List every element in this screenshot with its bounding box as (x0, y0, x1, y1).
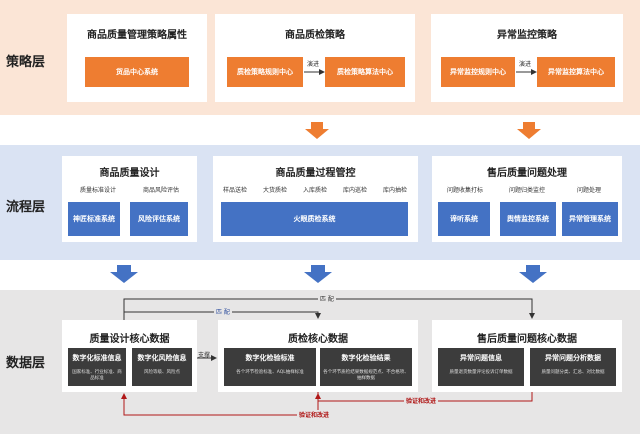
goods-center-system-box: 货品中心系统 (85, 57, 189, 87)
match-connector-mid (124, 311, 321, 319)
step-label: 库内抽检 (382, 187, 407, 194)
data-card-inspection: 质检核心数据 数字化检验标准 各个环节检验标准、AQL抽样标准 数字化检验结果 … (218, 320, 418, 392)
data-card-aftersales: 售后质量问题核心数据 异常问题信息 质量退货数量评论投诉订单数据 异常问题分析数… (432, 320, 622, 392)
step-label: 问题处理 (576, 187, 601, 194)
risk-assessment-system-box: 风险评估系统 (130, 202, 188, 236)
blue-down-arrow-design (110, 265, 138, 283)
strategy-card-monitoring: 异常监控策略 异常监控规则中心 异常监控算法中心 演进 (431, 14, 623, 102)
evolve-label: 演进 (519, 61, 532, 68)
box-desc: 风险等级、风险点 (144, 370, 180, 375)
verify-label-2: 验证和改进 (297, 410, 332, 419)
card-title: 商品质量管理策略属性 (87, 30, 187, 41)
card-title: 商品质量过程管控 (275, 168, 356, 179)
exception-analysis-data-box: 异常问题分析数据 质量问题分类、汇总、对比数据 (530, 348, 616, 386)
process-card-aftersales: 售后质量问题处理 问题收集打标 问题归类监控 问题处理 谛听系统 舆情监控系统 … (432, 156, 622, 242)
standard-system-box: 神匠标准系统 (68, 202, 120, 236)
step-label: 库内巡检 (342, 187, 367, 194)
box-title: 数字化标准信息 (72, 354, 122, 362)
exception-issue-info-box: 异常问题信息 质量退货数量评论投诉订单数据 (438, 348, 524, 386)
process-card-process-control: 商品质量过程管控 样品送检 大货质检 入库质检 库内巡检 库内抽检 火眼质检系统 (213, 156, 418, 242)
strategy-card-inspection: 商品质检策略 质检策略规则中心 质检策略算法中心 演进 (215, 14, 415, 102)
monitoring-algorithm-center-box: 异常监控算法中心 (537, 57, 615, 87)
strategy-card-attributes: 商品质量管理策略属性 货品中心系统 (67, 14, 207, 102)
digital-risk-info-box: 数字化风险信息 风险等级、风险点 (132, 348, 192, 386)
match-label-top: 匹 配 (318, 294, 336, 303)
box-desc: 质量问题分类、汇总、对比数据 (541, 370, 605, 375)
box-title: 数字化检验结果 (341, 354, 391, 362)
card-title: 商品质检策略 (285, 30, 345, 41)
card-title: 异常监控策略 (497, 30, 557, 41)
data-card-quality-design: 质量设计核心数据 数字化标准信息 国家标准、行业标准、商品标准 数字化风险信息 … (62, 320, 197, 392)
box-title: 异常问题分析数据 (545, 354, 601, 362)
strategy-layer-label: 策略层 (6, 55, 46, 70)
step-label: 商品风险评估 (142, 187, 179, 194)
huoyan-inspection-system-box: 火眼质检系统 (221, 202, 408, 236)
card-title: 售后质量问题处理 (487, 168, 567, 179)
verify-label-1: 验证和改进 (404, 396, 439, 405)
blue-down-arrow-control (304, 265, 332, 283)
inspection-algorithm-center-box: 质检策略算法中心 (325, 57, 405, 87)
data-layer-label: 数据层 (6, 356, 46, 371)
card-title: 质量设计核心数据 (89, 334, 170, 345)
step-label: 问题归类监控 (508, 187, 545, 194)
box-title: 数字化检验标准 (245, 354, 295, 362)
step-label: 样品送检 (222, 187, 247, 194)
digital-inspection-result-box: 数字化检验结果 各个环节质检结果数据规范点、不合格项、抽样数据 (320, 348, 412, 386)
box-title: 异常问题信息 (460, 354, 502, 362)
verify-connector-2 (121, 392, 319, 416)
sentiment-monitoring-system-box: 舆情监控系统 (500, 202, 556, 236)
step-label: 大货质检 (262, 187, 287, 194)
box-desc: 质量退货数量评论投诉订单数据 (449, 370, 513, 375)
digital-standard-info-box: 数字化标准信息 国家标准、行业标准、商品标准 (68, 348, 126, 386)
match-label-left: 匹 配 (214, 307, 232, 316)
evolve-label: 演进 (307, 61, 320, 68)
orange-down-arrow-monitoring (517, 122, 541, 139)
box-desc: 各个环节质检结果数据规范点、不合格项、抽样数据 (323, 370, 409, 382)
step-label: 质量标准设计 (79, 187, 116, 194)
box-title: 数字化风险信息 (137, 354, 187, 362)
card-title: 商品质量设计 (99, 168, 160, 179)
box-desc: 各个环节检验标准、AQL抽样标准 (236, 370, 304, 375)
blue-down-arrow-aftersales (519, 265, 547, 283)
step-label: 入库质检 (302, 187, 327, 194)
exception-management-system-box: 异常管理系统 (562, 202, 618, 236)
support-label: 支撑 (198, 352, 211, 359)
process-layer-label: 流程层 (6, 200, 46, 215)
box-desc: 国家标准、行业标准、商品标准 (72, 370, 122, 382)
orange-down-arrow-inspection (305, 122, 329, 139)
inspection-rule-center-box: 质检策略规则中心 (227, 57, 303, 87)
card-title: 质检核心数据 (288, 334, 348, 345)
diting-system-box: 谛听系统 (438, 202, 490, 236)
digital-inspection-standard-box: 数字化检验标准 各个环节检验标准、AQL抽样标准 (224, 348, 316, 386)
monitoring-rule-center-box: 异常监控规则中心 (441, 57, 515, 87)
step-label: 问题收集打标 (446, 187, 483, 194)
process-card-quality-design: 商品质量设计 质量标准设计 商品风险评估 神匠标准系统 风险评估系统 (62, 156, 197, 242)
card-title: 售后质量问题核心数据 (477, 334, 577, 345)
